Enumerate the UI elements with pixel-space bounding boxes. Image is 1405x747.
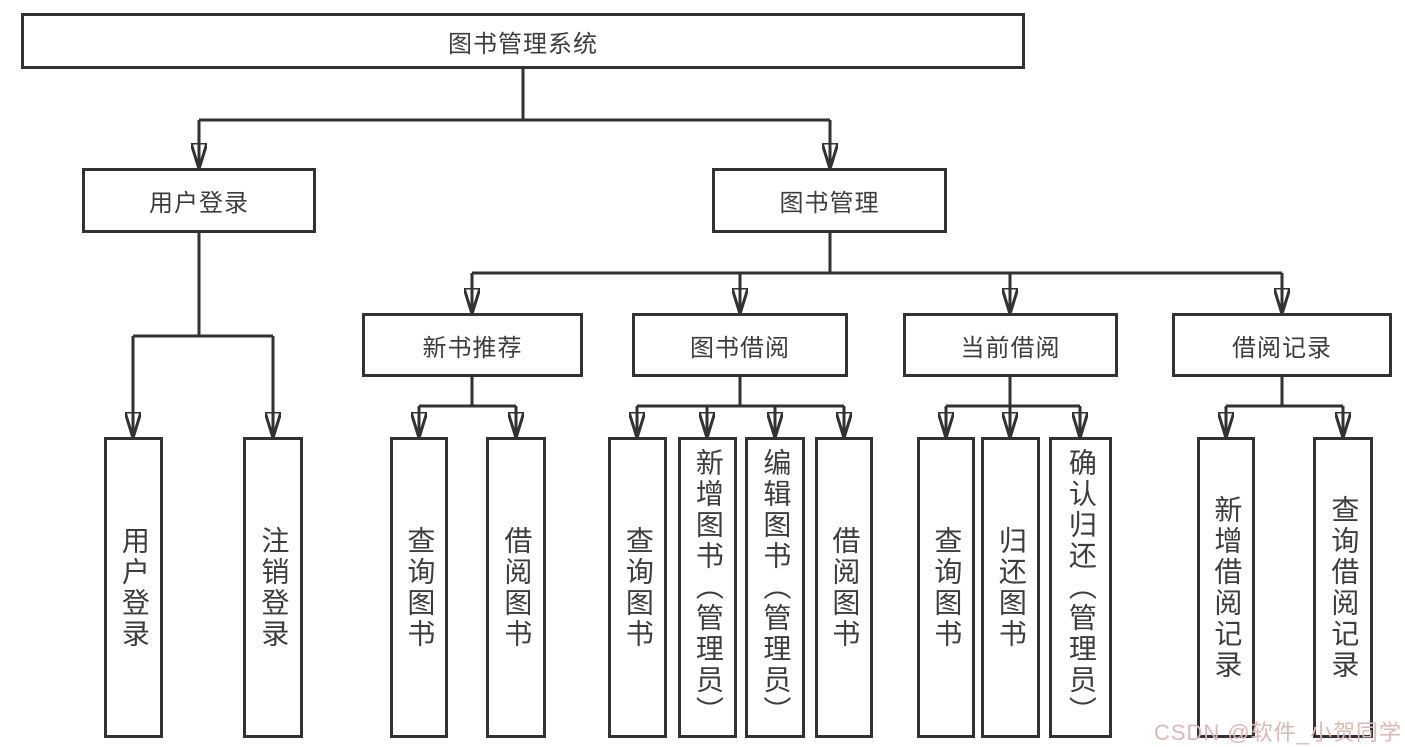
leaf-borrow-books: 借阅图书 bbox=[815, 437, 873, 738]
leaf-add-books-admin: 新增图书（管理员） bbox=[678, 437, 737, 738]
leaf-label: 借阅图书 bbox=[829, 525, 861, 650]
node-borrow-records: 借阅记录 bbox=[1172, 313, 1392, 377]
watermark: CSDN @软件_小贺同学 bbox=[1153, 720, 1402, 745]
leaf-label: 注销登录 bbox=[258, 525, 290, 650]
leaf-borrow-books-recommend: 借阅图书 bbox=[486, 437, 546, 738]
leaf-confirm-return-admin: 确认归还（管理员） bbox=[1049, 437, 1112, 738]
leaf-label: 确认归还（管理员） bbox=[1065, 448, 1097, 727]
leaf-add-borrow-record: 新增借阅记录 bbox=[1197, 437, 1255, 738]
node-label: 图书管理系统 bbox=[448, 30, 598, 58]
node-new-book-recommend: 新书推荐 bbox=[362, 313, 583, 377]
node-current-borrow: 当前借阅 bbox=[903, 313, 1118, 377]
leaf-edit-books-admin: 编辑图书（管理员） bbox=[745, 437, 805, 738]
leaf-label: 查询图书 bbox=[404, 525, 436, 650]
leaf-query-books-borrow: 查询图书 bbox=[608, 437, 667, 738]
leaf-label: 新增借阅记录 bbox=[1211, 494, 1243, 681]
node-label: 新书推荐 bbox=[422, 334, 523, 362]
leaf-logout: 注销登录 bbox=[243, 437, 303, 738]
leaf-label: 借阅图书 bbox=[501, 525, 533, 650]
leaf-label: 编辑图书（管理员） bbox=[760, 448, 792, 727]
node-label: 用户登录 bbox=[149, 190, 249, 217]
leaf-query-borrow-record: 查询借阅记录 bbox=[1313, 437, 1373, 738]
node-book-borrow: 图书借阅 bbox=[632, 313, 848, 377]
leaf-label: 新增图书（管理员） bbox=[692, 448, 724, 727]
leaf-return-books: 归还图书 bbox=[981, 437, 1040, 738]
leaf-label: 查询图书 bbox=[622, 525, 654, 650]
leaf-label: 查询图书 bbox=[931, 525, 963, 650]
leaf-query-books-current: 查询图书 bbox=[917, 437, 975, 738]
node-book-management: 图书管理 bbox=[712, 168, 947, 233]
node-label: 图书管理 bbox=[779, 190, 880, 217]
node-user-login: 用户登录 bbox=[82, 168, 316, 233]
leaf-label: 归还图书 bbox=[995, 525, 1027, 650]
node-label: 图书借阅 bbox=[690, 334, 790, 362]
node-label: 当前借阅 bbox=[960, 334, 1061, 362]
node-root: 图书管理系统 bbox=[21, 13, 1025, 69]
node-label: 借阅记录 bbox=[1232, 334, 1332, 362]
leaf-user-login: 用户登录 bbox=[104, 437, 163, 738]
leaf-label: 用户登录 bbox=[118, 525, 150, 650]
leaf-query-books-recommend: 查询图书 bbox=[390, 437, 448, 738]
leaf-label: 查询借阅记录 bbox=[1328, 494, 1360, 681]
